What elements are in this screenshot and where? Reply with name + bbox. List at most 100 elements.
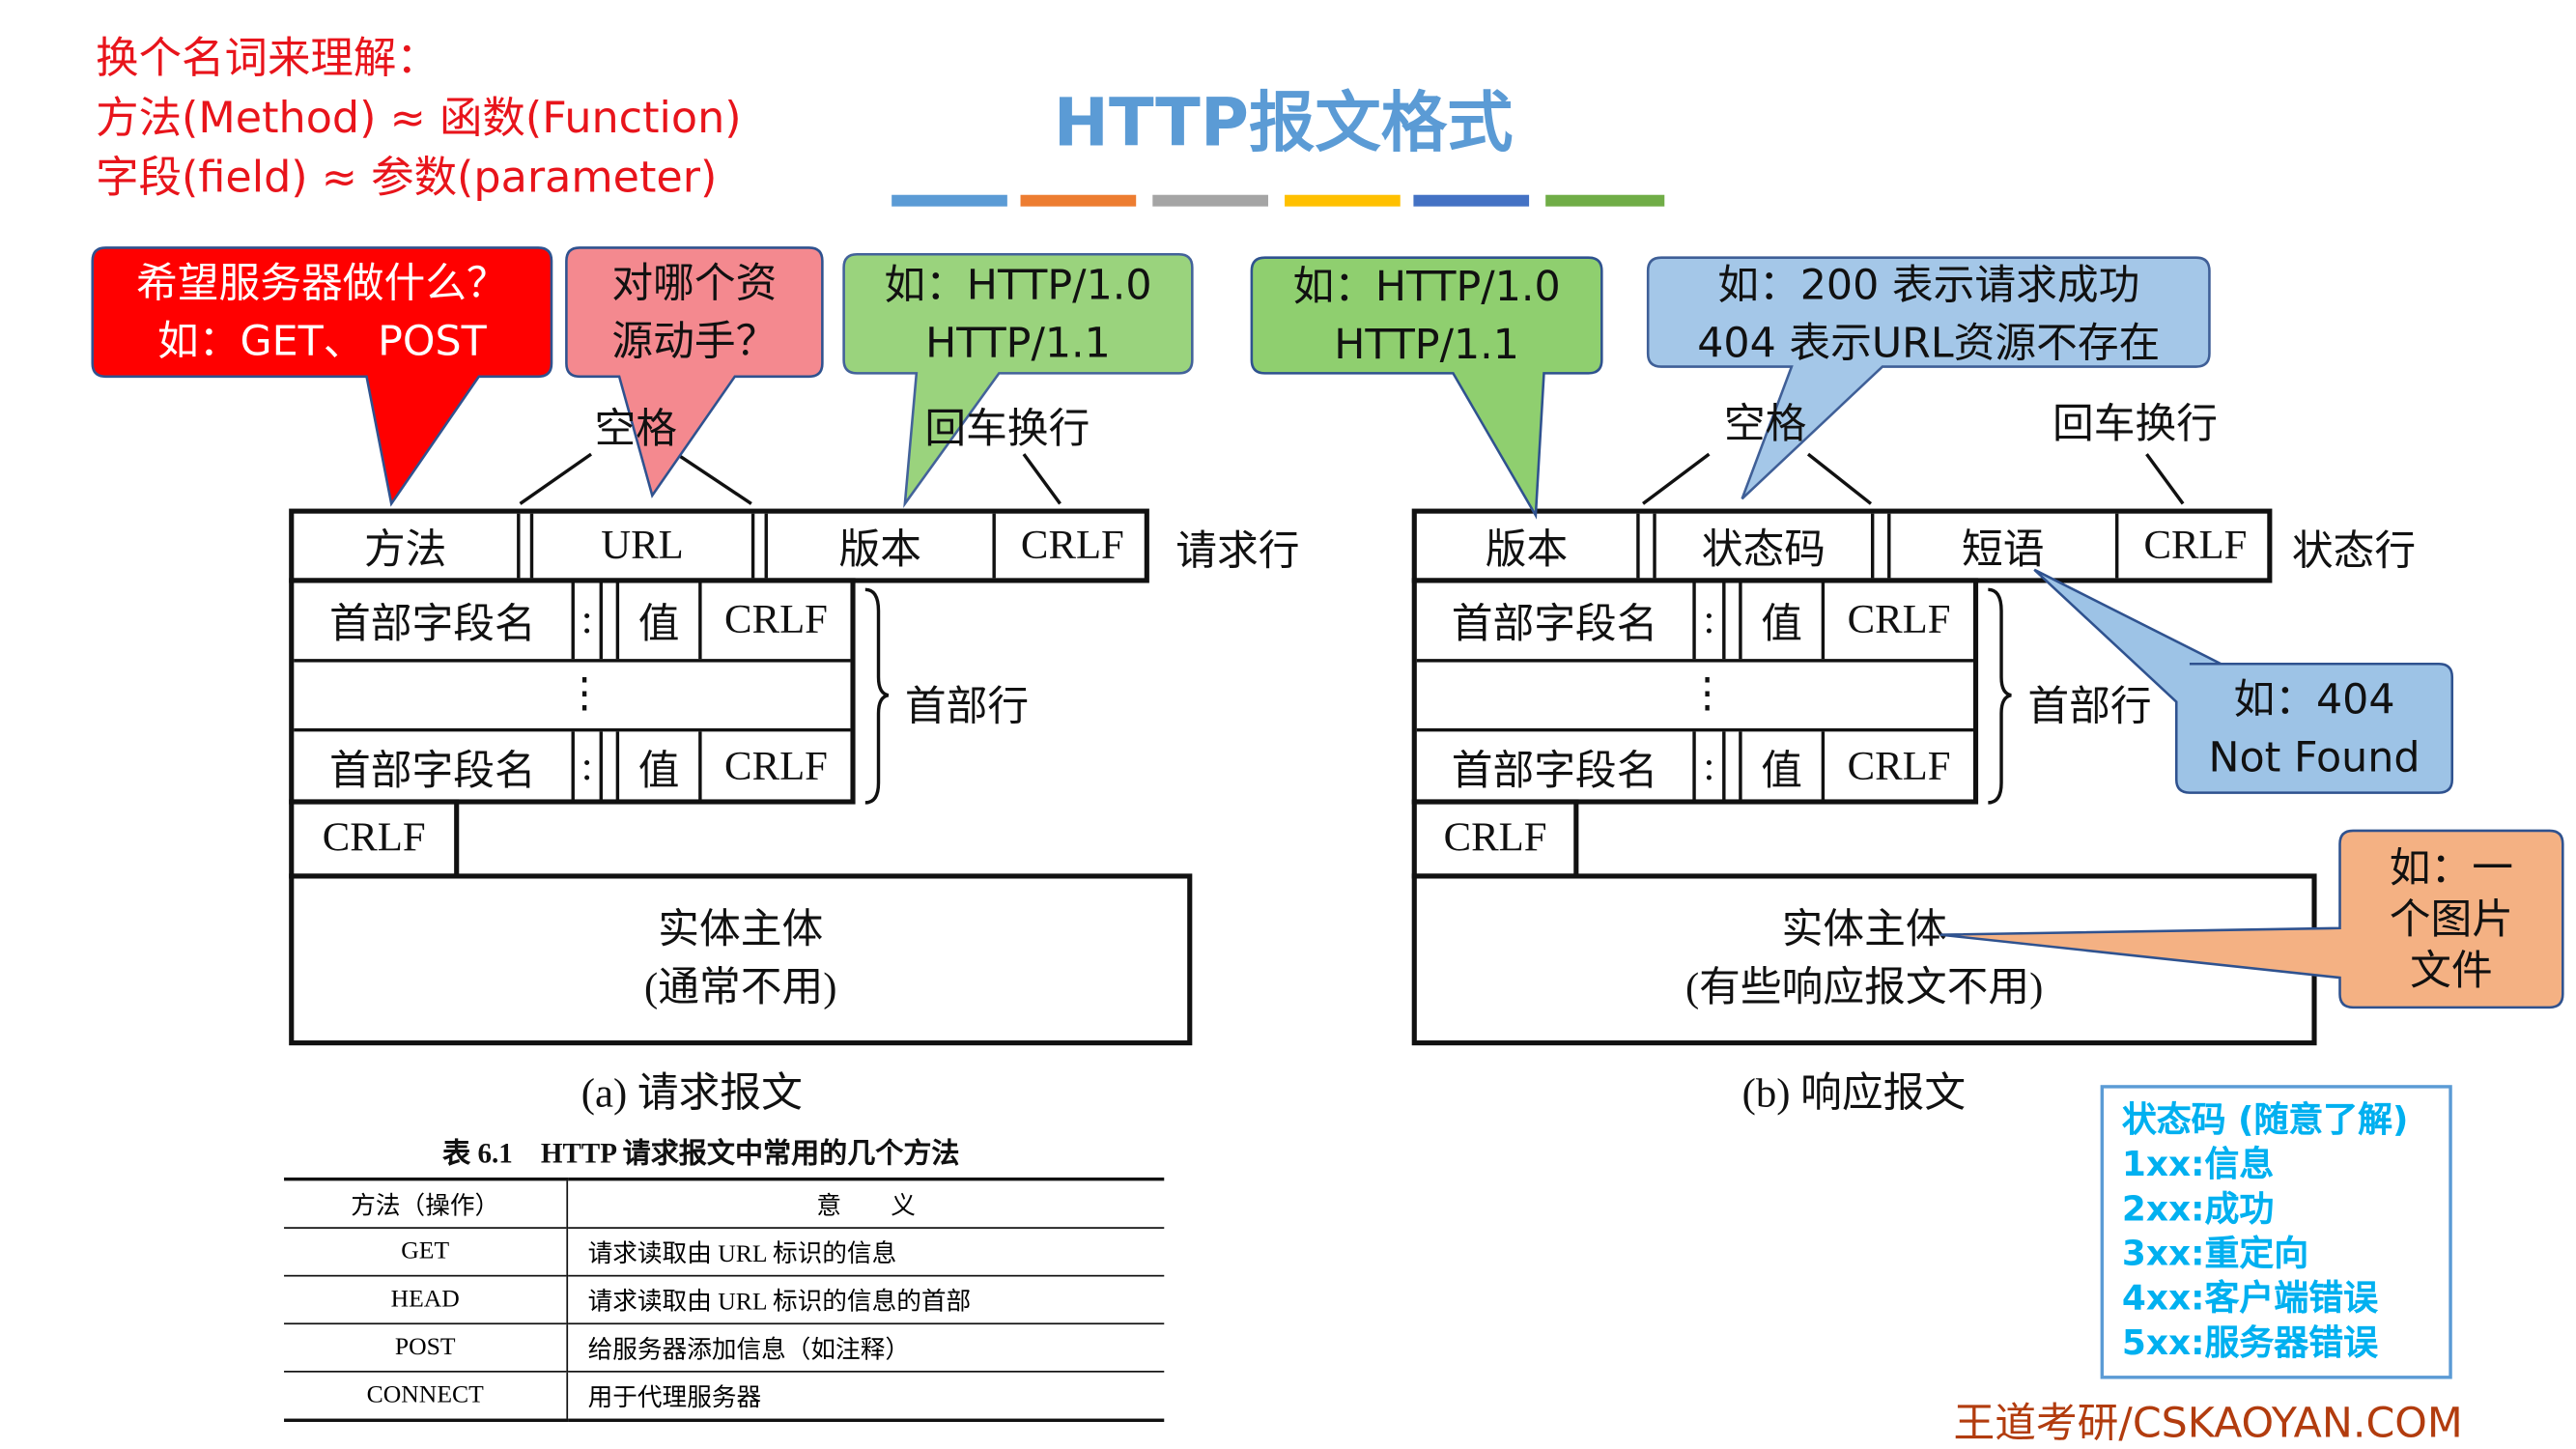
callout-resp-version: 如：HTTP/1.0 HTTP/1.1 (1252, 258, 1601, 374)
response-body: 实体主体 (有些响应报文不用) (1411, 873, 2317, 1046)
callout-line: 404 表示URL资源不存在 (1697, 318, 2161, 367)
header-colon: : (571, 582, 600, 660)
version-cell: 版本 (838, 527, 921, 573)
callout-what-shape (91, 246, 553, 507)
header-value: 值 (1761, 749, 1803, 794)
header-colon: : (571, 731, 600, 803)
crlf-label: 回车换行 (924, 408, 1090, 453)
callout-body-shape (1939, 829, 2564, 1009)
method-meaning: 请求读取由 URL 标识的信息 (567, 1227, 1165, 1276)
callout-line: 如：HTTP/1.0 (1292, 262, 1561, 311)
callout-line: 如：HTTP/1.0 (884, 261, 1152, 309)
crlf-pointer (1022, 453, 1062, 505)
callout-which: 对哪个资 源动手？ (566, 247, 822, 376)
header-name: 首部字段名 (329, 749, 536, 794)
status-code-item: 3xx:重定向 (2121, 1234, 2309, 1274)
header-row: 首部字段名 : 值 CRLF (294, 727, 851, 803)
space-pointer (519, 452, 593, 505)
header-value: 值 (1761, 603, 1803, 648)
brace-icon (1988, 587, 2012, 805)
body-label: 实体主体 (1781, 908, 1947, 953)
callout-line: 如：一 (2389, 842, 2514, 892)
separator (1722, 731, 1742, 803)
method-meaning: 请求读取由 URL 标识的信息的首部 (567, 1274, 1165, 1324)
method-meaning: 给服务器添加信息（如注释） (567, 1322, 1165, 1372)
response-headers-label: 首部行 (2027, 685, 2152, 730)
callout-line: 对哪个资 (611, 259, 778, 307)
callout-line: 如：GET、 POST (157, 317, 487, 365)
callout-line: 文件 (2410, 946, 2493, 995)
note-line: 字段(field) ≈ 参数(parameter) (96, 153, 718, 204)
callout-line: 如：200 表示请求成功 (1717, 261, 2140, 309)
method-name: POST (284, 1322, 569, 1372)
header-name: 首部字段名 (1451, 603, 1658, 648)
callout-req-version: 如：HTTP/1.0 HTTP/1.1 (844, 254, 1193, 373)
color-bar (1020, 194, 1137, 207)
body-label: 实体主体 (658, 908, 824, 953)
response-caption: (b) 响应报文 (1741, 1071, 1967, 1117)
color-bar (1413, 194, 1530, 207)
method-name: GET (284, 1227, 569, 1276)
status-code-item: 4xx:客户端错误 (2121, 1278, 2379, 1319)
header-crlf: CRLF (1821, 582, 1973, 660)
body-note: (有些响应报文不用) (1684, 966, 2044, 1011)
header-crlf: CRLF (698, 582, 850, 660)
crlf-cell: CRLF (1443, 815, 1547, 861)
request-line-label: 请求行 (1175, 529, 1300, 575)
request-headers: 首部字段名 : 值 CRLF ⋮ 首部字段名 : 值 CRLF (289, 578, 856, 805)
header-name: 首部字段名 (329, 603, 536, 648)
request-body: 实体主体 (通常不用) (289, 873, 1193, 1046)
column-header: 方法（操作） (284, 1177, 569, 1229)
footer-brand: 王道考研/CSKAOYAN.COM (1953, 1399, 2463, 1447)
crlf-pointer (2145, 453, 2185, 505)
body-note: (通常不用) (644, 966, 837, 1011)
callout-body: 如：一 个图片 文件 (2340, 831, 2563, 1008)
status-codes-box: 状态码 (随意了解) 1xx:信息 2xx:成功 3xx:重定向 4xx:客户端… (2100, 1085, 2452, 1379)
request-headers-label: 首部行 (904, 685, 1030, 730)
header-dots: ⋮ (563, 671, 606, 717)
space-pointer (675, 452, 752, 505)
callout-phrase-shape (2033, 568, 2454, 794)
status-code-item: 5xx:服务器错误 (2121, 1322, 2379, 1363)
request-crlf: CRLF (289, 799, 460, 879)
color-bar (1152, 194, 1268, 207)
terminology-note: 换个名词来理解： 方法(Method) ≈ 函数(Function) 字段(fi… (96, 30, 741, 209)
header-row: 首部字段名 : 值 CRLF (294, 582, 851, 663)
method-name: HEAD (284, 1274, 569, 1324)
separator (1636, 513, 1656, 579)
table-header-row: 方法（操作）意 义 (284, 1177, 1165, 1229)
callout-line: 源动手？ (611, 317, 778, 365)
crlf-cell: CRLF (2114, 513, 2272, 579)
crlf-label: 回车换行 (2052, 403, 2219, 448)
status-code-item: 2xx:成功 (2121, 1188, 2275, 1229)
callout-what: 希望服务器做什么？ 如：GET、 POST (93, 247, 552, 376)
status-code-cell: 状态码 (1701, 527, 1826, 573)
space-label: 空格 (1723, 403, 1807, 448)
note-line: 方法(Method) ≈ 函数(Function) (96, 94, 742, 144)
status-codes-title: 状态码 (随意了解) (2121, 1099, 2409, 1140)
space-pointer (1806, 452, 1873, 505)
separator (517, 513, 534, 579)
callout-which-shape (565, 246, 824, 498)
color-bar (1545, 194, 1665, 207)
header-row: 首部字段名 : 值 CRLF (1416, 727, 1973, 803)
separator (599, 582, 620, 660)
callout-status-shape (1646, 256, 2211, 500)
separator (1870, 513, 1891, 579)
response-headers: 首部字段名 : 值 CRLF ⋮ 首部字段名 : 值 CRLF (1411, 578, 1979, 805)
page-title: HTTP报文格式 (1053, 85, 1514, 162)
header-name: 首部字段名 (1451, 749, 1658, 794)
crlf-cell: CRLF (992, 513, 1148, 579)
brace-icon (864, 587, 890, 805)
status-line-label: 状态行 (2291, 529, 2417, 575)
request-caption: (a) 请求报文 (580, 1071, 803, 1117)
phrase-cell: 短语 (1961, 527, 2045, 573)
version-cell: 版本 (1485, 527, 1569, 573)
status-code-item: 1xx:信息 (2121, 1144, 2275, 1184)
header-value: 值 (637, 749, 680, 794)
